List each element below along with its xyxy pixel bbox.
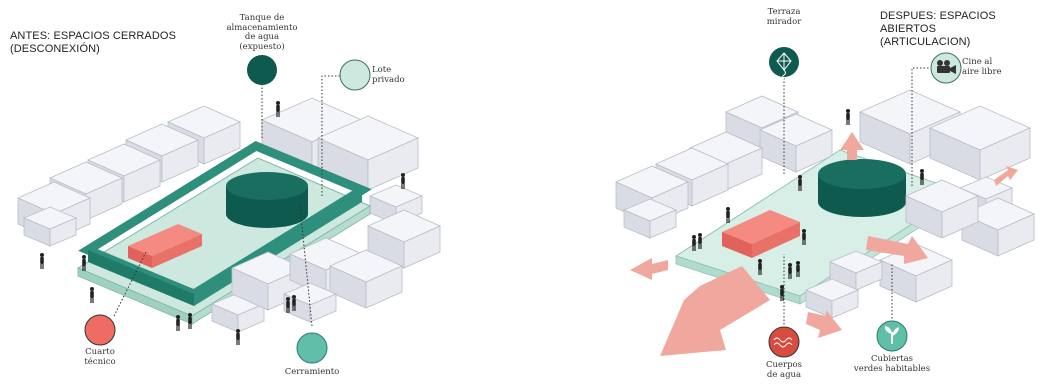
water-icon — [773, 337, 793, 348]
right-title-line1: DESPUES: ESPACIOS ABIERTOS — [880, 10, 996, 35]
flow-arrows — [630, 132, 1018, 356]
film-camera-icon — [937, 60, 956, 74]
label-cuerpos: Cuerpos de agua — [766, 360, 802, 380]
right-title-line2: (ARTICULACION) — [880, 36, 971, 48]
kite-icon — [776, 52, 792, 80]
label-cubiertas: Cubiertas verdes habitables — [853, 354, 931, 374]
person — [236, 329, 240, 345]
label-cuarto: Cuarto técnico — [84, 347, 116, 367]
technical-room — [128, 224, 202, 268]
right-panel-title: DESPUES: ESPACIOS ABIERTOS (ARTICULACION… — [880, 10, 1054, 49]
person — [401, 173, 405, 189]
cinema-marker — [930, 52, 962, 84]
label-lote: Lote privado — [372, 65, 405, 85]
water-tank — [818, 159, 906, 217]
left-title-line1: ANTES: ESPACIOS CERRADOS — [10, 30, 177, 42]
left-axonometric — [17, 55, 441, 364]
person — [846, 109, 850, 125]
left-title-line2: (DESCONEXIÓN) — [10, 43, 100, 55]
tank-marker — [247, 55, 277, 85]
label-cine: Cine al aire libre — [962, 57, 1002, 77]
left-panel-title: ANTES: ESPACIOS CERRADOS (DESCONEXIÓN) — [10, 30, 176, 56]
terrace-marker — [769, 47, 799, 80]
label-terraza: Terraza mirador — [766, 7, 802, 27]
plant-icon — [884, 326, 899, 344]
label-cerramiento: Cerramiento — [284, 367, 340, 377]
person — [90, 287, 94, 303]
tech-room-marker — [84, 314, 116, 346]
water-tank — [226, 172, 308, 228]
person — [726, 207, 730, 223]
water-bodies-marker — [768, 326, 800, 358]
technical-room — [722, 210, 800, 258]
enclosure-wall-front — [88, 250, 194, 306]
lot-marker — [339, 59, 371, 91]
person — [176, 315, 180, 331]
label-tanque: Tanque de almacenamiento de agua (expues… — [226, 13, 298, 52]
person — [188, 313, 192, 329]
enclosure-marker — [296, 332, 328, 364]
person — [40, 253, 44, 269]
green-roofs-marker — [876, 320, 908, 352]
right-axonometric — [615, 47, 1035, 358]
